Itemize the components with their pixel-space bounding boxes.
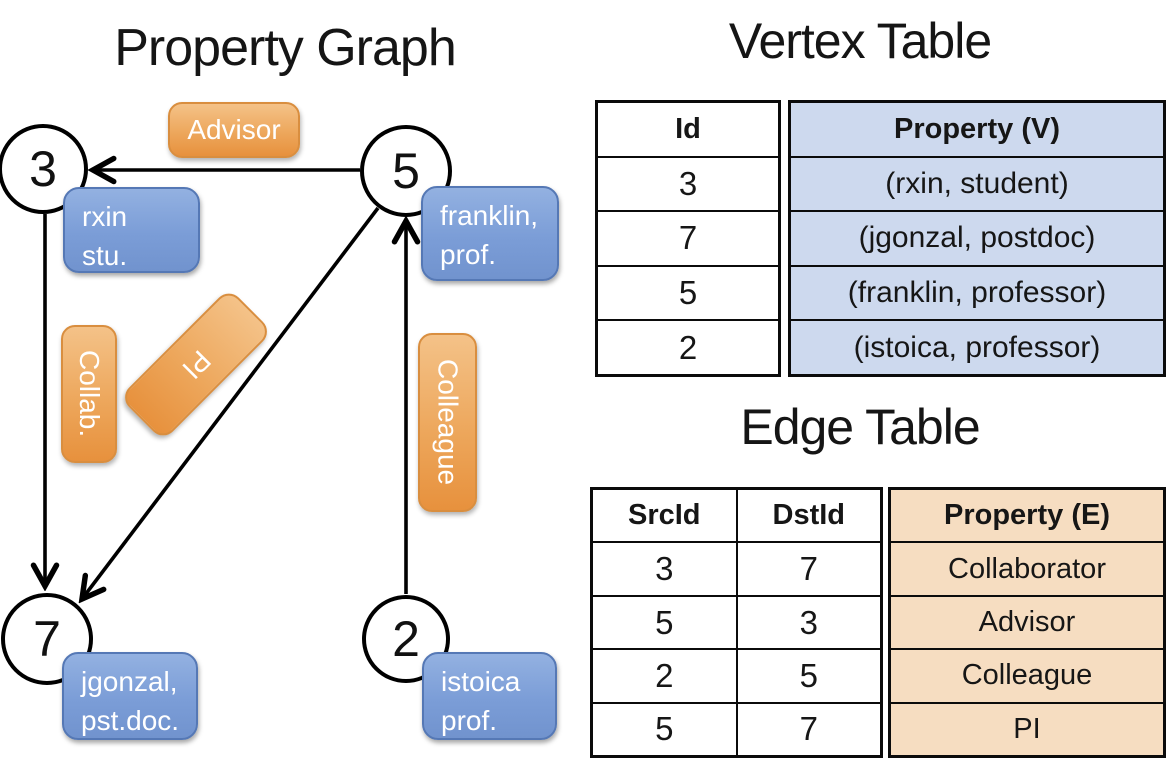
table-row: (jgonzal, postdoc) — [791, 210, 1163, 265]
vertex-property-cell: (franklin, professor) — [791, 266, 1163, 320]
edge-label-pi-text: PI — [176, 344, 217, 386]
vertex-id-cell: 2 — [678, 328, 698, 366]
vertex-property-jgonzal: jgonzal, pst.doc. — [62, 652, 198, 740]
edge-dst-cell: 5 — [799, 656, 818, 694]
table-row: Colleague — [891, 648, 1163, 702]
edge-table-property-column: Property (E) Collaborator Advisor Collea… — [888, 487, 1166, 758]
vertex-property-franklin-line2: prof. — [440, 238, 497, 270]
table-row: PI — [891, 701, 1163, 756]
edge-table-header-row: Property (E) — [891, 490, 1163, 542]
vertex-table-header-row: Id — [598, 103, 778, 156]
vertex-table-header-id: Id — [675, 112, 701, 145]
edge-property-cell: Colleague — [891, 650, 1163, 702]
edge-label-advisor: Advisor — [168, 102, 300, 158]
edge-src-cell: 5 — [593, 596, 738, 649]
edge-dst-cell: 7 — [799, 550, 818, 588]
table-row: 5 7 — [593, 701, 880, 756]
edge-table-header-dstid: DstId — [772, 499, 846, 532]
property-graph-title: Property Graph — [114, 19, 457, 77]
table-row: Advisor — [891, 594, 1163, 649]
table-row: 2 5 — [593, 648, 880, 702]
edge-table-id-columns: SrcId DstId 3 7 5 3 2 5 5 7 — [590, 487, 883, 758]
vertex-table-id-column: Id 3 7 5 2 — [595, 100, 781, 377]
edge-table-header-srcid: SrcId — [593, 490, 738, 542]
edge-property-cell: Collaborator — [891, 543, 1163, 595]
vertex-property-franklin-line1: franklin, — [440, 200, 539, 231]
table-row: 5 3 — [593, 594, 880, 649]
vertex-property-rxin-line2: stu. — [82, 239, 128, 271]
vertex-property-istoica-line1: istoica — [441, 666, 521, 697]
edge-label-colleague: Colleague — [418, 333, 477, 512]
vertex-table-property-column: Property (V) (rxin, student) (jgonzal, p… — [788, 100, 1166, 377]
vertex-id-cell: 5 — [678, 274, 698, 312]
vertex-node-5-label: 5 — [392, 143, 420, 199]
edge-pi-line — [82, 206, 380, 599]
vertex-table-header-row: Property (V) — [791, 103, 1163, 156]
vertex-property-franklin: franklin, prof. — [421, 186, 559, 281]
table-row: 7 — [598, 210, 778, 265]
vertex-property-rxin-line1: rxin — [82, 201, 128, 232]
vertex-property-jgonzal-line1: jgonzal, — [81, 666, 178, 697]
edge-table-header-row: SrcId DstId — [593, 490, 880, 542]
vertex-property-rxin: rxin stu. — [63, 187, 200, 273]
vertex-property-cell: (istoica, professor) — [791, 321, 1163, 374]
vertex-node-2: 2 — [362, 595, 450, 683]
edge-dst-cell: 3 — [799, 603, 818, 641]
vertex-table-header-property: Property (V) — [791, 103, 1163, 156]
vertex-id-cell: 7 — [678, 219, 698, 257]
table-row: (franklin, professor) — [791, 264, 1163, 320]
edge-label-collab: Collab. — [61, 325, 117, 463]
edge-property-cell: Advisor — [891, 596, 1163, 649]
vertex-property-jgonzal-line2: pst.doc. — [81, 704, 180, 736]
table-row: 5 — [598, 264, 778, 320]
vertex-id-cell: 3 — [678, 164, 698, 202]
table-row: 2 — [598, 319, 778, 374]
table-row: Collaborator — [891, 541, 1163, 595]
vertex-node-2-label: 2 — [392, 611, 420, 667]
edge-property-cell: PI — [891, 703, 1163, 756]
edge-label-colleague-text: Colleague — [432, 359, 464, 486]
edge-table-header-property: Property (E) — [891, 490, 1163, 542]
table-row: (rxin, student) — [791, 155, 1163, 211]
table-row: 3 — [598, 155, 778, 211]
vertex-table-title: Vertex Table — [728, 13, 992, 69]
table-row: (istoica, professor) — [791, 319, 1163, 374]
vertex-node-7-label: 7 — [33, 611, 61, 667]
edge-src-cell: 5 — [593, 703, 738, 756]
vertex-property-cell: (rxin, student) — [791, 157, 1163, 211]
vertex-property-cell: (jgonzal, postdoc) — [791, 212, 1163, 265]
edge-table-title: Edge Table — [740, 399, 980, 455]
edge-label-collab-text: Collab. — [74, 350, 105, 438]
vertex-property-istoica-line2: prof. — [441, 704, 498, 736]
vertex-property-istoica: istoica prof. — [422, 652, 557, 740]
table-row: 3 7 — [593, 541, 880, 595]
edge-label-advisor-text: Advisor — [187, 114, 281, 145]
edge-src-cell: 2 — [593, 650, 738, 702]
edge-src-cell: 3 — [593, 543, 738, 595]
vertex-node-3-label: 3 — [29, 141, 57, 197]
vertex-node-5: 5 — [360, 125, 452, 217]
edge-dst-cell: 7 — [799, 710, 818, 748]
graph-edges — [0, 0, 585, 760]
